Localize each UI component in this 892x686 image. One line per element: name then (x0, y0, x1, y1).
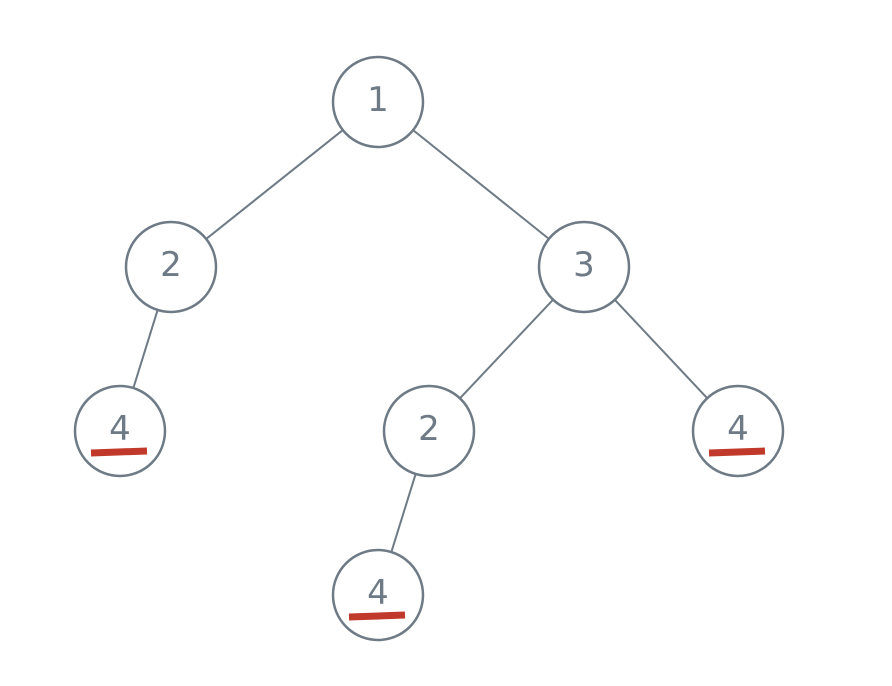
node-circle (382, 384, 476, 478)
edge-n1-n2 (205, 129, 344, 240)
node-circle (124, 220, 218, 314)
edge-n3-n2b (459, 299, 554, 399)
tree-node: 2 (382, 384, 476, 478)
edge-n2-n4a (132, 309, 159, 389)
highlight-underline (90, 447, 148, 457)
node-label: 2 (160, 245, 182, 285)
nodes-layer: 1 2 3 4 2 4 4 (73, 55, 785, 642)
node-circle (537, 220, 631, 314)
node-circle (331, 55, 425, 149)
tree-node: 3 (537, 220, 631, 314)
node-label: 1 (367, 80, 389, 120)
node-label: 2 (418, 409, 440, 449)
node-label: 4 (367, 573, 389, 613)
node-label: 4 (109, 409, 131, 449)
tree-node: 4 (691, 384, 785, 478)
highlight-underline (708, 447, 766, 457)
edge-n1-n3 (412, 129, 550, 240)
tree-node: 4 (73, 384, 167, 478)
edges-layer (132, 129, 708, 553)
edge-n2b-n4b (390, 473, 417, 553)
node-label: 4 (727, 409, 749, 449)
tree-node: 1 (331, 55, 425, 149)
highlight-underline (348, 611, 406, 621)
node-label: 3 (573, 245, 595, 285)
tree-node: 4 (331, 548, 425, 642)
edge-n3-n4c (614, 299, 708, 399)
tree-node: 2 (124, 220, 218, 314)
